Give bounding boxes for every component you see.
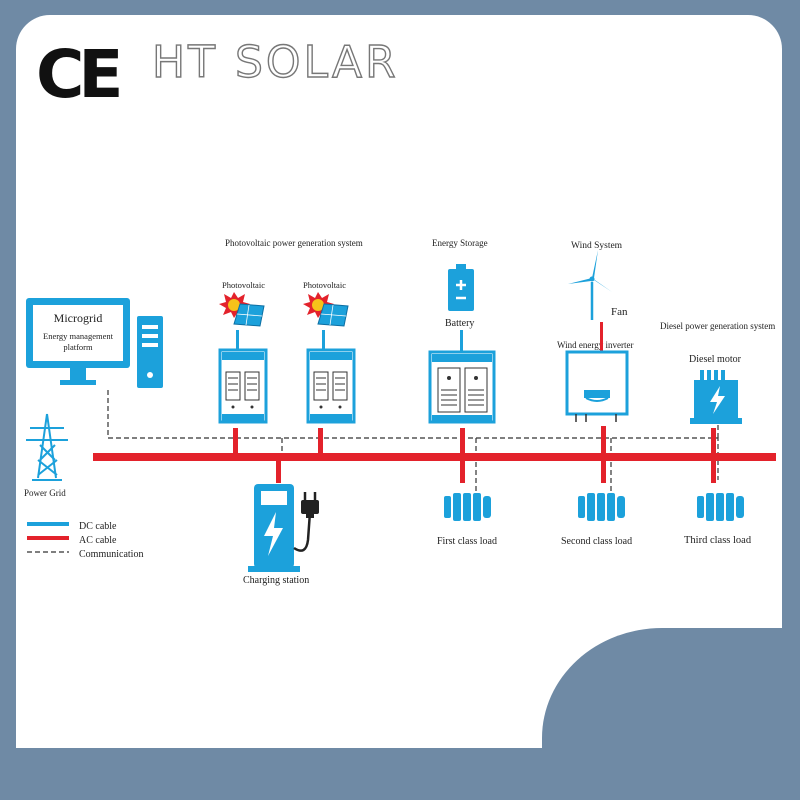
diesel-unit: Diesel motor <box>689 354 742 424</box>
legend-ac-swatch <box>27 536 69 540</box>
legend-ac-label: AC cable <box>79 535 117 546</box>
ce-mark-logo: CE <box>36 36 123 113</box>
wind-unit: Fan Wind energy inverter <box>557 250 633 422</box>
ems-computer: Microgrid Energy management platform <box>26 298 163 388</box>
legend: DC cable AC cable Communication <box>27 521 143 560</box>
pv-right-label: Photovoltaic <box>303 280 346 290</box>
legend-dc-swatch <box>27 522 69 526</box>
solar-panel-icon <box>233 303 265 327</box>
power-grid-label: Power Grid <box>24 488 66 498</box>
pv-right-unit: Photovoltaic <box>303 280 356 424</box>
ems-subtitle-line1: Energy management <box>43 331 114 341</box>
legend-comm-label: Communication <box>79 549 143 560</box>
ems-subtitle-line2: platform <box>63 342 93 352</box>
battery-cabinet <box>428 350 496 424</box>
wind-turbine-icon <box>568 250 612 320</box>
ems-monitor-stand <box>70 368 86 380</box>
diesel-motor-label: Diesel motor <box>689 354 742 365</box>
first-load-icon <box>444 493 491 521</box>
pv-left-unit: Photovoltaic <box>218 280 268 424</box>
battery-icon <box>448 264 474 311</box>
legend-dc-label: DC cable <box>79 521 117 532</box>
third-load-label: Third class load <box>684 535 752 546</box>
first-load-label: First class load <box>437 536 497 547</box>
communication-lines <box>107 390 719 500</box>
brand-title: HT SOLAR <box>151 37 399 88</box>
fan-label: Fan <box>611 306 628 318</box>
charging-station-icon <box>248 484 312 572</box>
pv-left-label: Photovoltaic <box>222 280 265 290</box>
solar-panel-icon <box>317 303 349 327</box>
pv-right-inverter <box>306 348 356 424</box>
battery-unit: Battery <box>428 264 496 424</box>
wind-inverter-label: Wind energy inverter <box>557 340 633 350</box>
ac-connectors <box>233 426 716 483</box>
diesel-system-label: Diesel power generation system <box>660 321 775 331</box>
plug-icon <box>301 492 319 518</box>
third-load-icon <box>697 493 744 521</box>
battery-label: Battery <box>445 318 474 329</box>
second-load-icon <box>578 493 625 521</box>
second-load-label: Second class load <box>561 536 632 547</box>
charging-station-label: Charging station <box>243 575 309 586</box>
energy-storage-label: Energy Storage <box>432 238 488 248</box>
power-grid-tower-icon <box>26 413 68 481</box>
wind-inverter-box <box>565 350 629 422</box>
pv-left-inverter <box>218 348 268 424</box>
wind-system-label: Wind System <box>571 241 623 251</box>
charging-station-unit: Charging station <box>243 484 319 586</box>
ac-bus-bar <box>93 453 776 461</box>
diesel-motor-icon <box>690 370 742 424</box>
pv-system-label: Photovoltaic power generation system <box>225 238 363 248</box>
ems-title: Microgrid <box>54 311 103 325</box>
